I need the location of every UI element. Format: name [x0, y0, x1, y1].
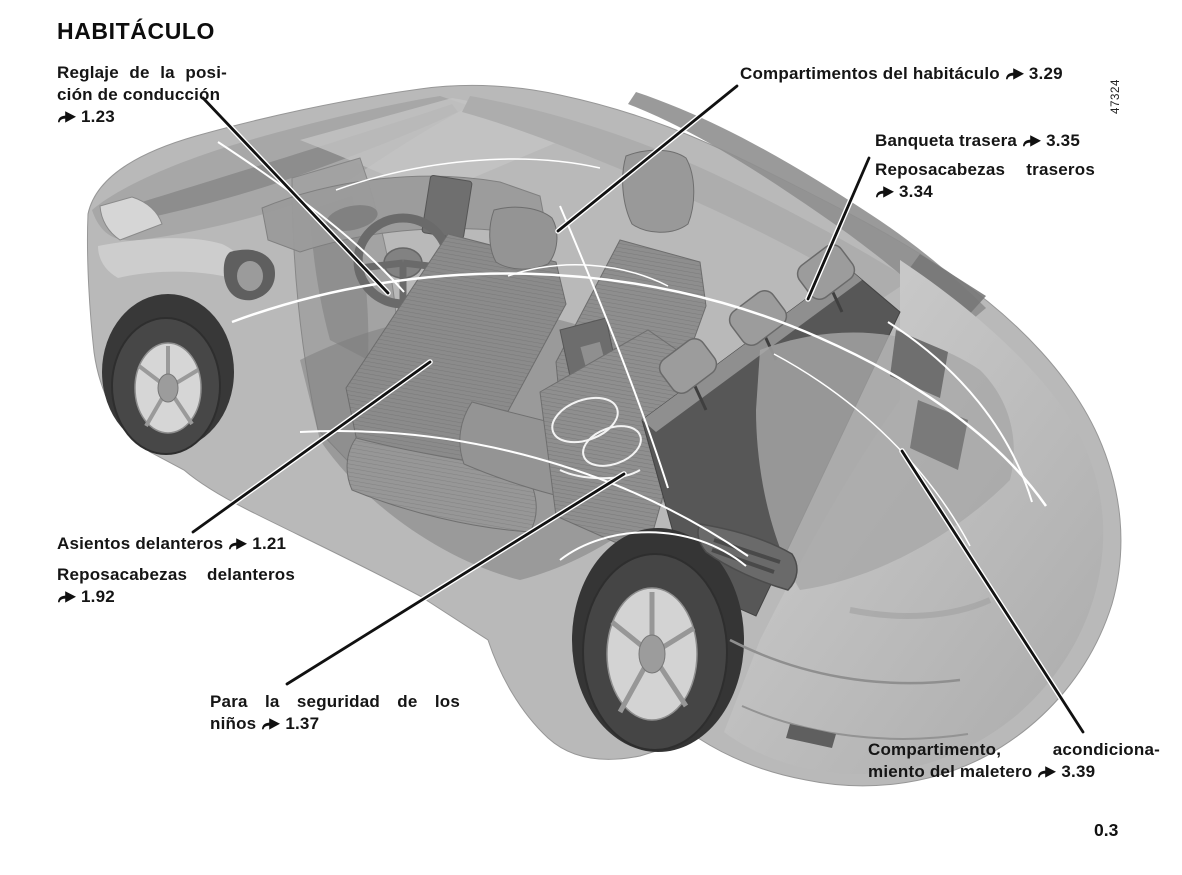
page-ref: 3.39: [1061, 762, 1096, 781]
page-ref-arrow-icon: [875, 185, 895, 198]
page-ref: 1.37: [285, 714, 320, 733]
page-ref: 3.29: [1028, 64, 1063, 83]
headlight: [99, 196, 163, 241]
front-wheel: [102, 294, 234, 455]
label-driving-position-adjustment: Reglaje de la posi- ción de conducción 1…: [57, 63, 227, 126]
page-ref-arrow-icon: [1005, 67, 1025, 80]
leader-line-child-safety: [285, 472, 626, 686]
rear-bumper: [729, 597, 992, 748]
page-ref-arrow-icon: [261, 717, 281, 730]
label-luggage-compartment: Compartimento, acondiciona- miento del m…: [868, 740, 1160, 781]
leader-line-driving-position: [201, 96, 390, 295]
page-ref: 3.34: [899, 182, 933, 201]
page-ref-arrow-icon: [228, 537, 248, 550]
driver-seat: [345, 206, 567, 533]
leader-line-compartments: [556, 84, 739, 233]
label-rear-headrests: Reposacabezas traseros 3.34: [875, 160, 1095, 201]
page-title: HABITÁCULO: [57, 18, 216, 44]
page-number: 0.3: [1094, 820, 1119, 840]
page-ref-arrow-icon: [1022, 134, 1042, 147]
figure-number: 47324: [1110, 79, 1122, 114]
page-ref-arrow-icon: [57, 590, 77, 603]
page-ref: 1.92: [81, 587, 115, 606]
cutaway-outline-curves: [217, 141, 1048, 567]
side-mirror: [223, 249, 276, 301]
page-ref-arrow-icon: [1037, 765, 1057, 778]
leader-line-rear-bench: [806, 156, 871, 301]
label-front-headrests: Reposacabezas delanteros 1.92: [57, 565, 295, 606]
page-ref: 1.23: [81, 107, 115, 126]
rear-wheel: [572, 528, 744, 752]
page-ref: 1.21: [252, 534, 287, 553]
leader-lines: [190, 83, 1086, 735]
leader-line-luggage: [900, 449, 1085, 734]
leader-line-front-seats: [191, 360, 432, 534]
page-ref-arrow-icon: [57, 110, 77, 123]
page-ref: 3.35: [1046, 131, 1080, 150]
